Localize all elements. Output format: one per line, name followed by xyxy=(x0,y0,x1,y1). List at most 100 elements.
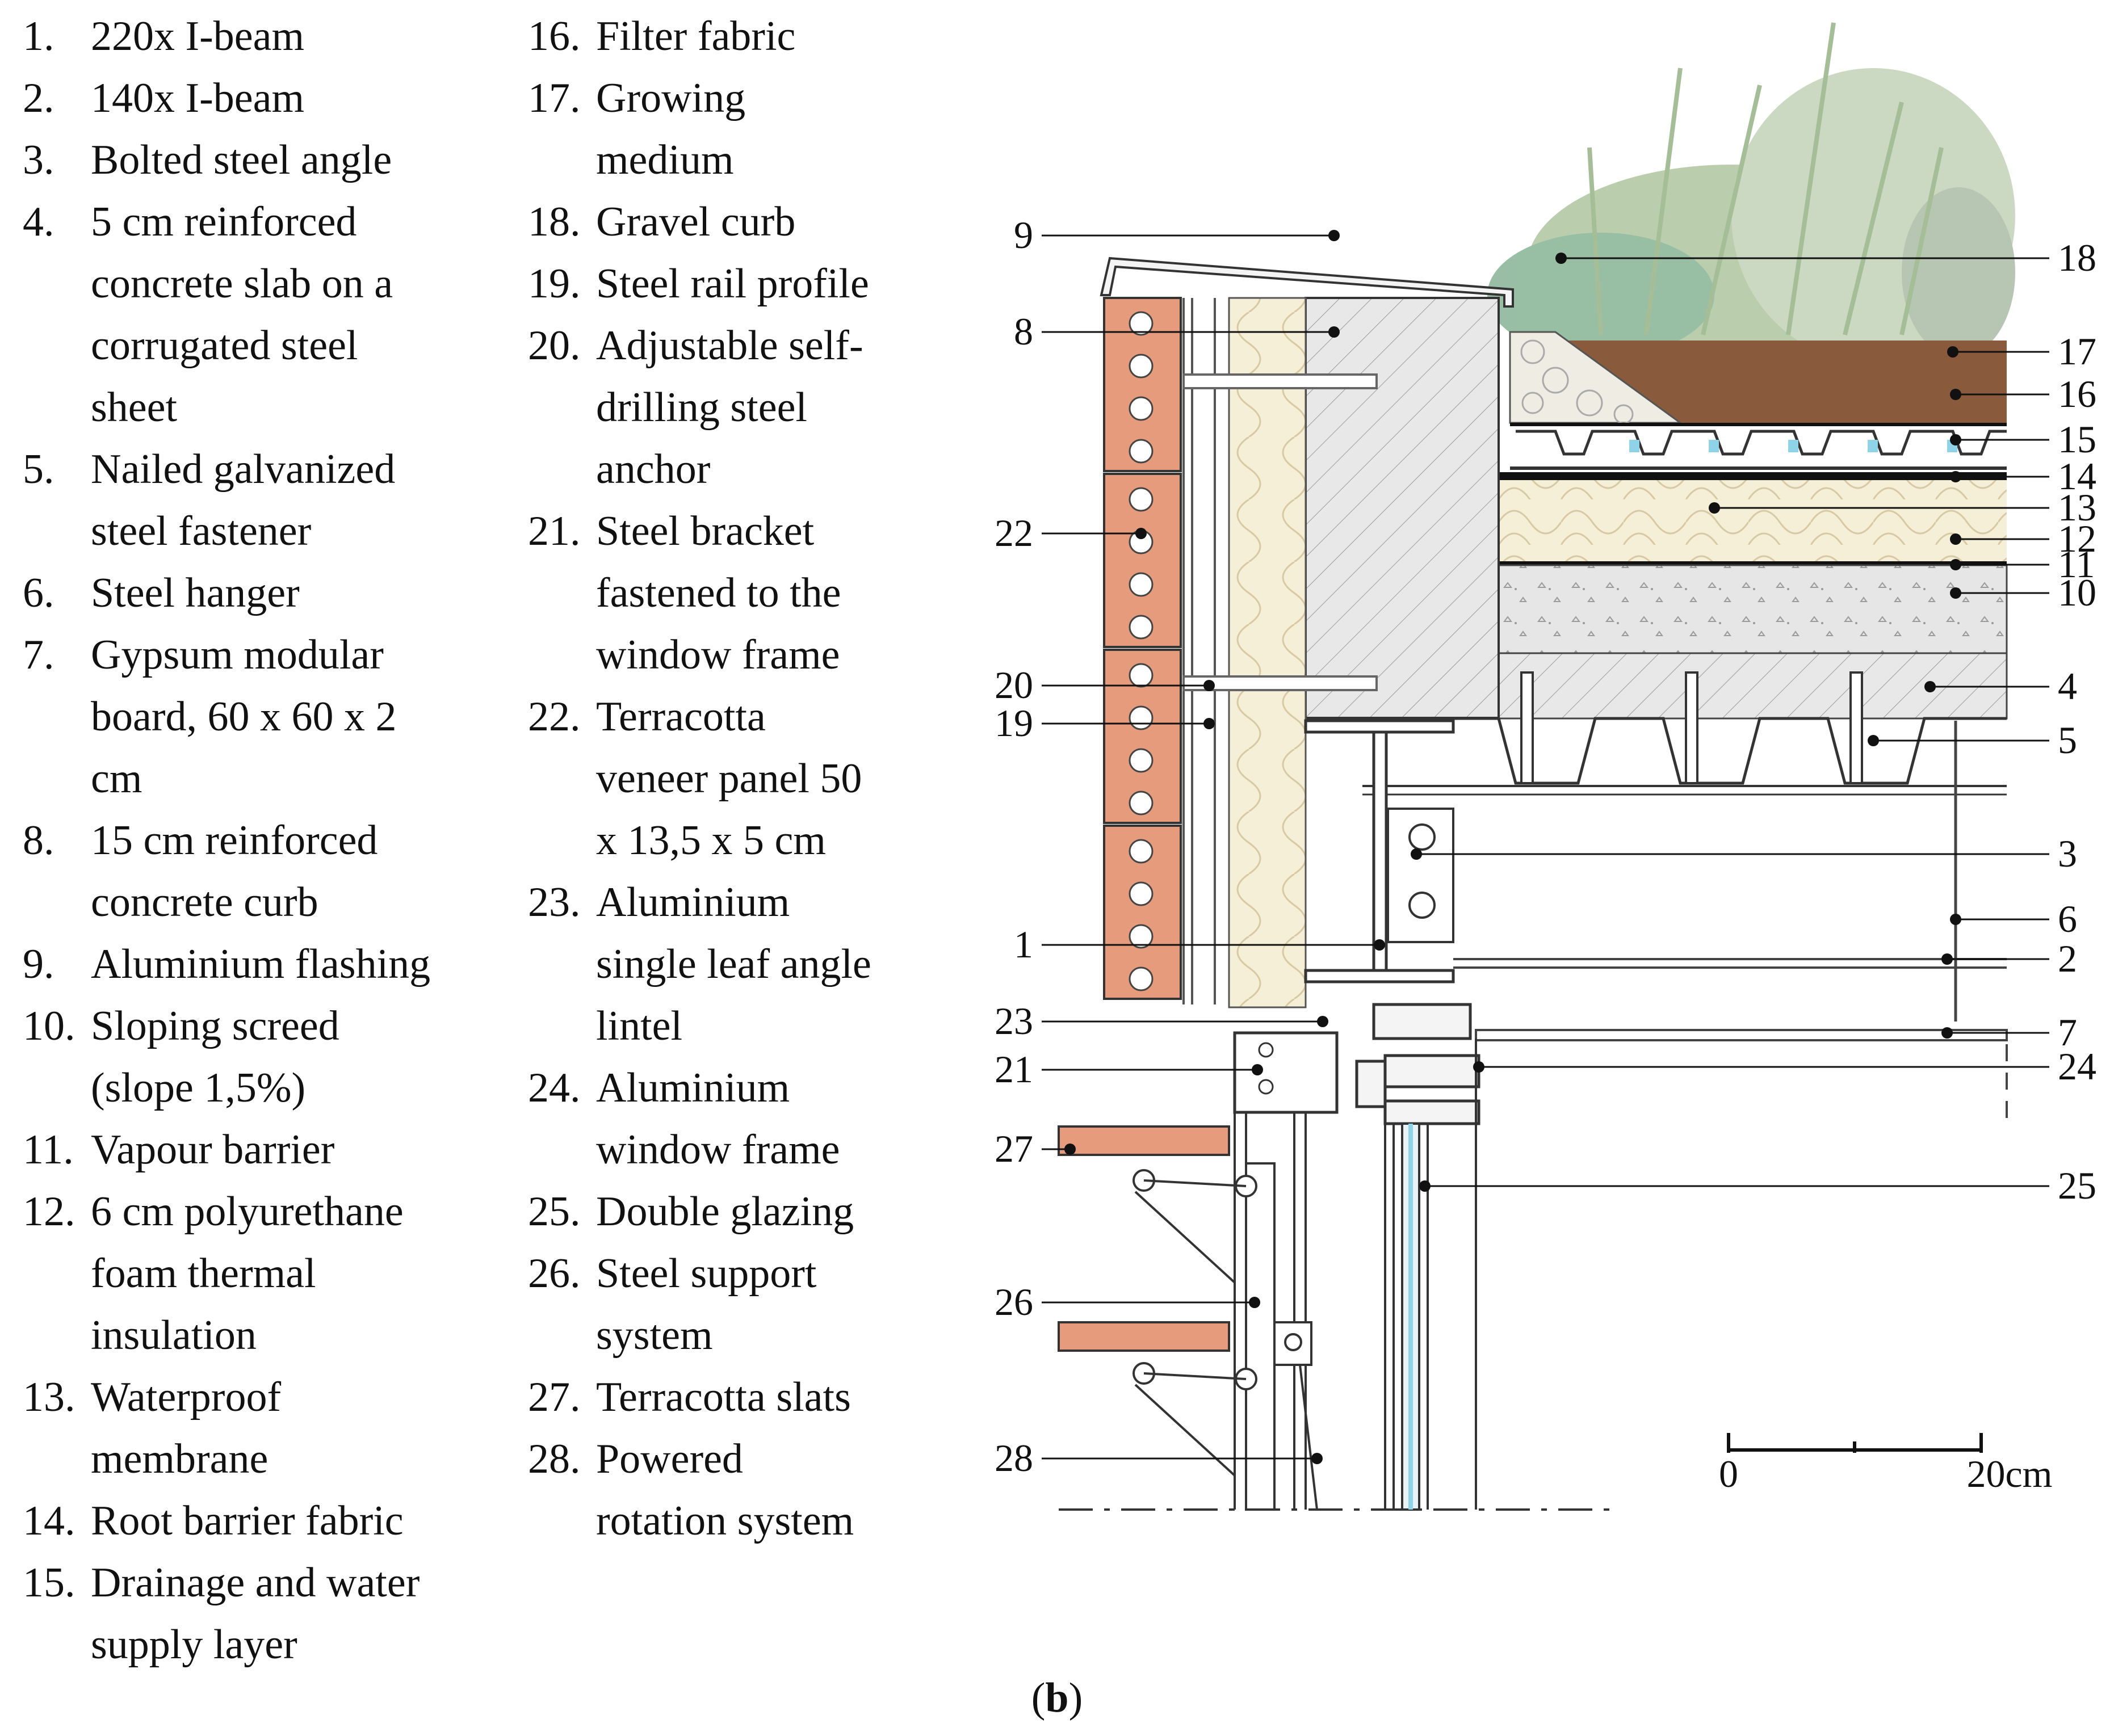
legend-number: 24. xyxy=(528,1065,581,1111)
leader-dot xyxy=(1249,1297,1260,1308)
legend-item: anchor xyxy=(528,439,871,501)
sloping-screed xyxy=(1498,564,2008,654)
legend-text: Filter fabric xyxy=(596,13,796,60)
legend-text: anchor xyxy=(596,446,711,493)
legend-item: single leaf angle xyxy=(528,934,871,995)
legend-item: 22.Terracotta xyxy=(528,686,871,748)
legend-text: Root barrier fabric xyxy=(91,1498,404,1544)
legend-text: board, 60 x 60 x 2 xyxy=(91,693,397,740)
leader-dot xyxy=(1473,1061,1484,1073)
callout-label: 13 xyxy=(2058,486,2096,529)
i-beam-140 xyxy=(1453,958,2007,969)
callout-label: 5 xyxy=(2058,718,2077,762)
legend-item: 4. 5 cm reinforced xyxy=(23,191,430,253)
legend-item: fastened to the xyxy=(528,562,871,624)
legend-text: Powered xyxy=(596,1436,743,1482)
legend-item: 9.Aluminium flashing xyxy=(23,934,430,995)
callout-label: 1 xyxy=(1014,923,1033,966)
plants xyxy=(1487,22,2015,369)
leader-dot xyxy=(1317,1016,1328,1027)
legend-item: 13.Waterproof xyxy=(23,1367,430,1428)
panel-hole xyxy=(1129,439,1154,464)
legend-text: Gravel curb xyxy=(596,199,796,245)
panel-hole xyxy=(1129,396,1154,421)
legend-text: 5 cm reinforced xyxy=(91,199,357,245)
leader-dot xyxy=(1555,253,1567,264)
roof-insulation xyxy=(1499,480,2007,562)
panel-hole xyxy=(1129,881,1154,906)
legend-text: corrugated steel xyxy=(91,322,358,369)
legend-item: cm xyxy=(23,748,430,810)
legend-text: Vapour barrier xyxy=(91,1126,335,1173)
legend-item: 27. Terracotta slats xyxy=(528,1367,871,1428)
legend-item: lintel xyxy=(528,995,871,1057)
legend-text: Waterproof xyxy=(91,1374,282,1420)
legend-text: medium xyxy=(596,137,734,183)
legend-text: cm xyxy=(91,755,142,802)
legend-item: 17.Growing xyxy=(528,68,871,129)
legend-text: steel fastener xyxy=(91,508,312,554)
leader-dot xyxy=(1419,1180,1431,1192)
leader-dot xyxy=(1064,1144,1076,1155)
leader-dot xyxy=(1950,533,1961,545)
legend-item: 26.Steel support xyxy=(528,1243,871,1305)
legend-text: concrete slab on a xyxy=(91,260,393,307)
legend-item: veneer panel 50 xyxy=(528,748,871,810)
callout-label: 18 xyxy=(2058,236,2096,279)
legend-text: insulation xyxy=(91,1312,257,1359)
concrete-curb xyxy=(1305,297,1500,719)
panel-hole xyxy=(1129,354,1154,379)
legend-number: 21. xyxy=(528,508,581,554)
legend-item: 11. Vapour barrier xyxy=(23,1119,430,1181)
legend-text: Terracotta xyxy=(596,693,766,740)
panel-hole xyxy=(1129,748,1154,773)
leader-dot xyxy=(1868,735,1879,746)
leader-dot xyxy=(1950,434,1961,445)
leader-dot xyxy=(1709,502,1720,514)
legend-text: Nailed galvanized xyxy=(91,446,396,493)
legend-number: 27. xyxy=(528,1374,581,1420)
legend-item: window frame xyxy=(528,624,871,686)
leader-dot xyxy=(1950,389,1961,400)
leader-dot xyxy=(1411,848,1422,860)
legend-text: system xyxy=(596,1312,713,1359)
panel-hole xyxy=(1129,487,1154,512)
callouts: 9822201912321272628181716151413121110453… xyxy=(995,213,2096,1479)
legend-number: 11. xyxy=(23,1126,74,1173)
legend-item: 18.Gravel curb xyxy=(528,191,871,253)
legend-text: Steel rail profile xyxy=(596,260,869,307)
legend-number: 8. xyxy=(23,817,54,864)
legend-text: sheet xyxy=(91,384,178,431)
callout-label: 11 xyxy=(2058,543,2095,586)
scale-end-label: 20cm xyxy=(1966,1452,2052,1495)
scale-bar xyxy=(1727,1433,1983,1453)
callout-label: 24 xyxy=(2058,1045,2096,1088)
legend-text: window frame xyxy=(596,1126,840,1173)
panel-hole xyxy=(1129,924,1154,949)
steel-support-system xyxy=(1234,1112,1307,1511)
legend-item: drilling steel xyxy=(528,377,871,439)
terracotta-slats xyxy=(1058,1125,1257,1477)
terracotta-veneer xyxy=(1103,297,1182,1000)
steel-rail-profile xyxy=(1182,298,1216,1004)
legend-number: 1. xyxy=(23,13,54,60)
leader-dot xyxy=(1941,1027,1953,1039)
panel-hole xyxy=(1129,311,1154,336)
panel-hole xyxy=(1129,615,1154,640)
legend-number: 4. xyxy=(23,199,54,245)
leader-dot xyxy=(1950,559,1961,570)
callout-label: 6 xyxy=(2058,897,2077,940)
aluminium-flashing xyxy=(1100,257,1514,308)
legend-number: 20. xyxy=(528,322,581,369)
callout-label: 21 xyxy=(995,1048,1033,1091)
legend-text: rotation system xyxy=(596,1498,854,1544)
scale-start-label: 0 xyxy=(1719,1452,1738,1495)
callout-label: 8 xyxy=(1014,310,1033,353)
legend-text: Terracotta slats xyxy=(596,1374,851,1420)
leader-dot xyxy=(1941,953,1953,965)
legend-text: veneer panel 50 xyxy=(596,755,862,802)
callout-label: 15 xyxy=(2058,418,2096,461)
legend-number: 25. xyxy=(528,1188,581,1235)
legend-item: board, 60 x 60 x 2 xyxy=(23,686,430,748)
